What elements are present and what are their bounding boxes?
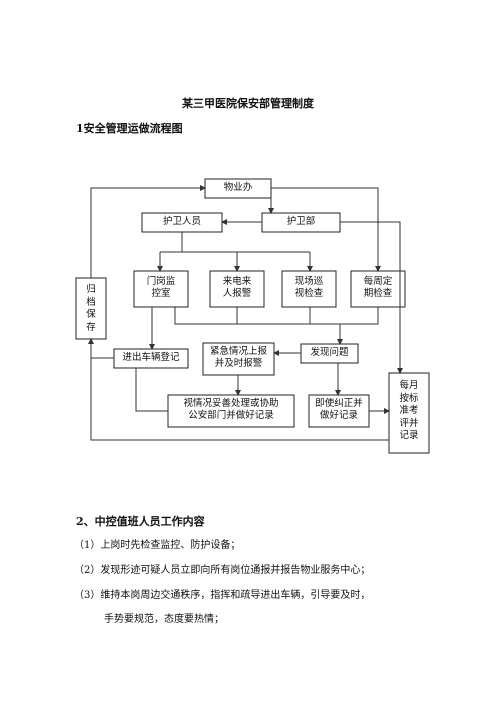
duty-item-3-continued: 手势要规范，态度要热情； — [104, 614, 224, 625]
flow-label-huweibu: 护卫部 — [286, 216, 316, 227]
flow-text-line: 存 — [86, 321, 96, 333]
flow-label-huweirenyuan: 护卫人员 — [162, 216, 201, 227]
flow-text-line: 期检查 — [363, 288, 393, 299]
section-heading-duties: 2、中控值班人员工作内容 — [76, 515, 205, 528]
flow-text-line: 来电来 — [222, 276, 252, 287]
flow-text-line: 每月 — [399, 380, 419, 391]
flow-text-line: 做好记录 — [319, 410, 358, 421]
flow-label-shiqing: 视情况妥善处理或协助 公安部门并做好记录 — [168, 398, 294, 422]
flow-label-jinji: 紧急情况上报 并及时报警 — [203, 346, 274, 370]
flow-text-line: 记录 — [399, 430, 419, 441]
document-title: 某三甲医院保安部管理制度 — [182, 97, 314, 110]
flow-text-line: 紧急情况上报 — [209, 346, 267, 357]
flow-label-jishi: 即使纠正并 做好记录 — [309, 398, 369, 422]
flow-label-faxian: 发现问题 — [310, 347, 349, 358]
flow-text-line: 门岗监 — [146, 276, 176, 287]
flow-label-meizhou: 每周定 期检查 — [351, 276, 405, 300]
flow-text-line: 视情况妥善处理或协助 — [183, 398, 279, 409]
flow-text-line: 现场巡 — [294, 276, 324, 287]
flow-text-line: 评并 — [399, 417, 419, 429]
flow-label-mengang: 门岗监 控室 — [134, 276, 188, 300]
flow-text-line: 档 — [86, 296, 96, 308]
box-meizhou — [350, 270, 406, 308]
flow-text-line: 保 — [86, 309, 96, 320]
box-shiqing — [167, 394, 295, 428]
flow-text-line: 归 — [86, 284, 96, 295]
flow-label-wuyeban: 物业办 — [223, 182, 253, 193]
flow-text-line: 每周定 — [363, 276, 393, 287]
duty-item-1: （1）上岗时先检查监控、防护设备； — [74, 540, 241, 551]
flow-text-line: 即使纠正并 — [315, 398, 363, 409]
flow-label-laidian: 来电来 人报警 — [210, 276, 264, 300]
flow-label-jinchu: 进出车辆登记 — [122, 352, 180, 363]
flow-label-guidang: 归 档 保 存 — [76, 284, 106, 334]
duty-item-2: （2）发现形迹可疑人员立即向所有岗位通报并报告物业服务中心； — [74, 565, 371, 576]
flow-text-line: 并及时报警 — [214, 358, 263, 369]
flow-label-xianchang: 现场巡 视检查 — [282, 276, 336, 300]
duty-item-3: （3）维持本岗周边交通秩序，指挥和疏导进出车辆，引导要及时， — [74, 590, 371, 601]
flow-text-line: 视检查 — [294, 288, 324, 299]
flow-text-line: 准考 — [399, 405, 419, 416]
flow-label-meiyue: 每月 按标 准考 评并 记录 — [389, 380, 429, 443]
flow-text-line: 公安部门并做好记录 — [188, 410, 274, 421]
box-mengang — [133, 270, 189, 308]
flow-text-line: 控室 — [151, 288, 171, 299]
flow-text-line: 按标 — [399, 392, 419, 404]
flow-text-line: 人报警 — [222, 288, 252, 299]
section-heading-flowchart: 1安全管理运做流程图 — [76, 122, 183, 135]
box-jinji — [202, 342, 275, 376]
box-laidian — [209, 270, 265, 308]
